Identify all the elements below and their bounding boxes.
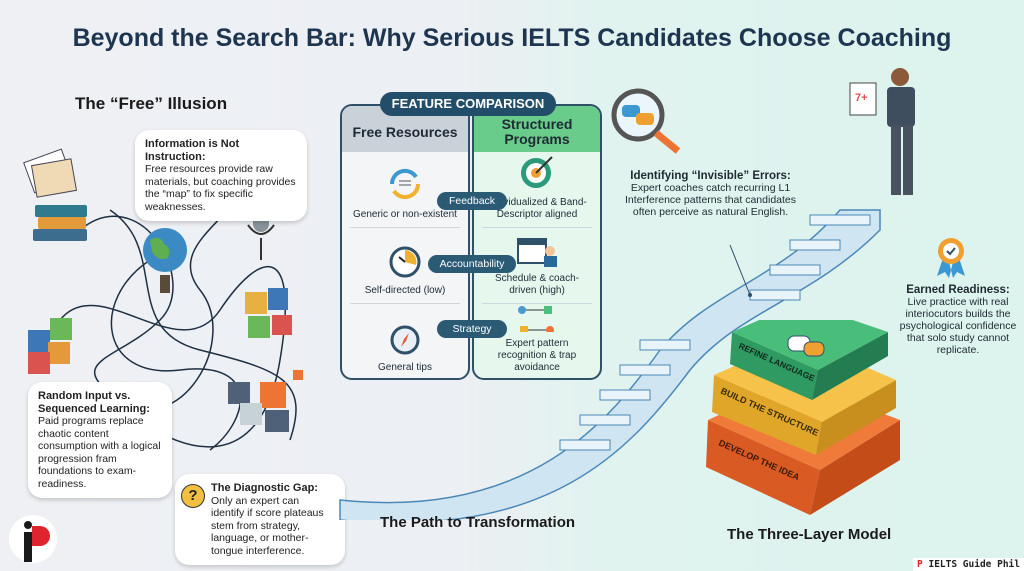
callout-title: Information is Not Instruction: xyxy=(145,138,240,163)
strategy-diagram-icon xyxy=(518,306,554,332)
chaos-illustration xyxy=(23,148,303,451)
refresh-document-icon xyxy=(389,168,421,200)
earned-readiness-callout: Earned Readiness: Live practice with rea… xyxy=(893,284,1023,356)
cell-text: General tips xyxy=(378,362,432,373)
callout-title: Random Input vs. Sequenced Learning: xyxy=(38,390,150,415)
globe-icon xyxy=(143,228,187,293)
chat-bubble-icon xyxy=(803,341,825,357)
callout-body: Free resources provide raw materials, bu… xyxy=(145,163,296,213)
brand-logo xyxy=(9,515,57,563)
path-label: The Path to Transformation xyxy=(380,514,576,531)
magnifier-chat-icon xyxy=(611,88,681,154)
successful-candidate-figure: 7+ xyxy=(849,68,915,195)
certificate-score: 7+ xyxy=(855,92,868,104)
free-strategy-cell: General tips xyxy=(350,304,460,378)
callout-body: Live practice with real interiocutors bu… xyxy=(899,296,1017,356)
clock-icon xyxy=(389,246,421,278)
cell-text: Expert pattern recognition & trap avoida… xyxy=(497,338,577,373)
target-icon xyxy=(521,156,553,188)
paid-strategy-cell: Expert pattern recognition & trap avoida… xyxy=(482,304,592,378)
papers-icon xyxy=(23,148,78,198)
compass-icon xyxy=(390,325,420,355)
award-badge-icon xyxy=(937,238,965,278)
cell-text: Individualized & Band-Descriptor aligned xyxy=(487,197,587,220)
books-icon xyxy=(33,205,87,241)
calendar-coach-icon xyxy=(517,238,557,267)
panel-heading: FEATURE COMPARISON xyxy=(380,92,556,116)
free-feedback-cell: Generic or non-existent xyxy=(350,152,460,228)
callout-title: Earned Readiness: xyxy=(906,284,1010,296)
callout-body: Expert coaches catch recurring L1 Interf… xyxy=(624,182,797,218)
cell-text: Schedule & coach-driven (high) xyxy=(495,273,579,296)
paid-feedback-cell: Individualized & Band-Descriptor aligned xyxy=(482,152,592,228)
callout-title: Identifying “Invisible” Errors: xyxy=(630,170,791,182)
layer-refine-language: REFINE LANGUAGE xyxy=(730,320,888,400)
feature-label-feedback: Feedback xyxy=(437,192,507,210)
feature-label-strategy: Strategy xyxy=(437,320,507,338)
callout-body: Paid programs replace chaotic content co… xyxy=(38,415,161,490)
staircase-illustration xyxy=(339,209,881,520)
watermark-text: IELTS Guide Phil xyxy=(928,559,1020,570)
puzzle-pieces-icon xyxy=(28,288,303,432)
free-illusion-heading: The “Free” Illusion xyxy=(75,94,228,113)
three-layer-model: DEVELOP THE IDEA BUILD THE STRUCTURE REF… xyxy=(706,320,900,515)
invisible-errors-callout: Identifying “Invisible” Errors: Expert c… xyxy=(618,170,803,218)
diagnostic-gap-callout: ? The Diagnostic Gap: Only an expert can… xyxy=(175,474,345,565)
info-not-instruction-callout: Information is Not Instruction: Free res… xyxy=(135,130,307,221)
watermark: P IELTS Guide Phil xyxy=(913,558,1024,571)
page-title: Beyond the Search Bar: Why Serious IELTS… xyxy=(72,24,952,52)
three-layer-model-label: The Three-Layer Model xyxy=(727,526,892,543)
paid-accountability-cell: Schedule & coach-driven (high) xyxy=(482,228,592,304)
feature-label-accountability: Accountability xyxy=(428,255,516,273)
cell-text: Generic or non-existent xyxy=(353,209,457,220)
cell-text: Self-directed (low) xyxy=(364,285,446,296)
random-vs-sequenced-callout: Random Input vs. Sequenced Learning: Pai… xyxy=(28,382,172,498)
callout-body: Only an expert can identify if score pla… xyxy=(211,494,324,557)
feature-comparison-panel: Free Resources Generic or non-existent S… xyxy=(340,92,602,380)
free-accountability-cell: Self-directed (low) xyxy=(350,228,460,304)
callout-title: The Diagnostic Gap: xyxy=(211,482,318,494)
question-icon: ? xyxy=(181,484,205,508)
watermark-logo-icon: P xyxy=(917,559,929,570)
